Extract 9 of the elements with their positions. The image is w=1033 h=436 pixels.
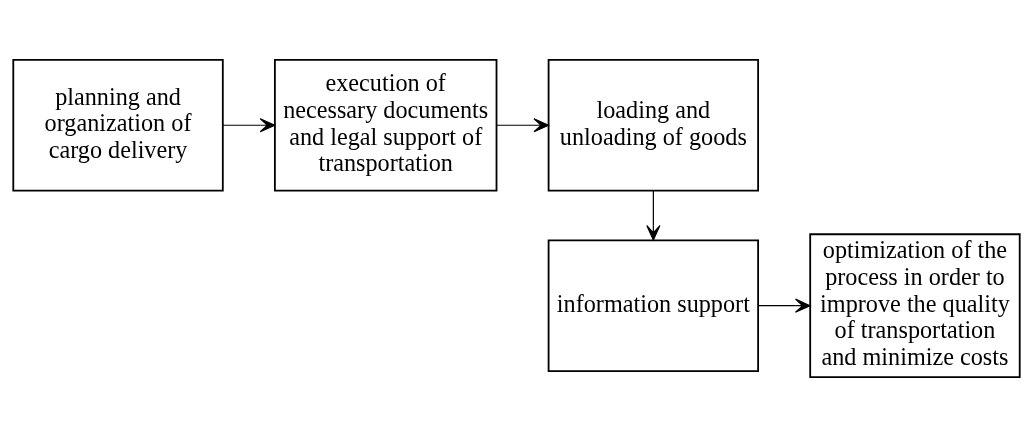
node-box: information support <box>547 238 760 372</box>
arrow <box>757 298 811 313</box>
arrow <box>496 117 550 132</box>
node-box: loading and unloading of goods <box>547 58 760 192</box>
node-box: optimization of the process in order to improve the quality of transportation and minimize costs <box>809 232 1021 378</box>
node-box: planning and organization of cargo delivery <box>12 58 224 192</box>
arrow <box>222 117 276 132</box>
arrow <box>646 189 661 241</box>
node-box: execution of necessary documents and legal support of transportation <box>273 58 498 192</box>
